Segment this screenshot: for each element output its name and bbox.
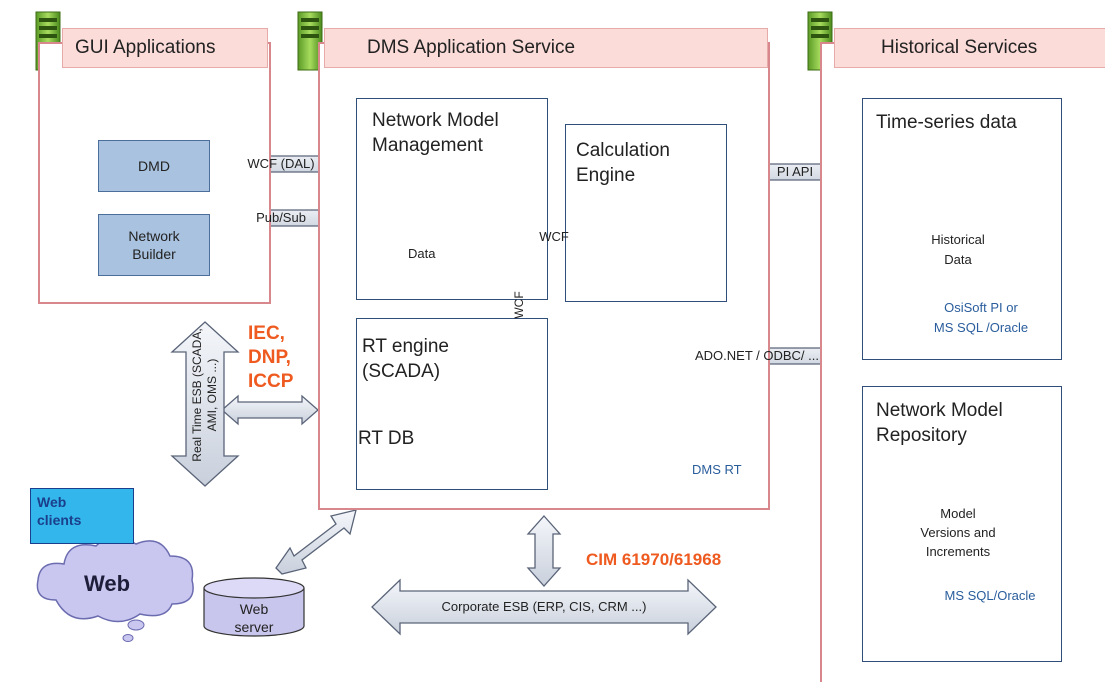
web-diagonal-arrow [275, 509, 357, 575]
mssql-note: MS SQL/Oracle [944, 588, 1036, 603]
nmm-title-line-2: Management [372, 135, 483, 156]
repo-title-line-2: Repository [876, 425, 967, 446]
calculation-engine-box [565, 124, 727, 302]
model-versions-label: Model Versions and Increments [908, 504, 1008, 561]
rt-title-line-2: (SCADA) [362, 361, 441, 382]
gui-title: GUI Applications [75, 37, 216, 58]
historical-title: Historical Services [881, 37, 1038, 58]
rt-title-line-1: RT engine [362, 336, 449, 357]
calc-title-line-2: Engine [576, 165, 636, 186]
mv-line-1: Model [940, 506, 976, 521]
web-server-line-2: server [234, 619, 274, 635]
wcf-v-label: WCF [512, 291, 526, 319]
hd-line-2: Data [944, 252, 972, 267]
nmm-title-line-1: Network Model [372, 110, 499, 131]
dmd-label: DMD [138, 158, 170, 174]
mv-line-2: Versions and [920, 525, 996, 540]
time-series-box [862, 98, 1062, 360]
historical-data-label: Historical Data [908, 230, 1008, 270]
cim-arrow [526, 515, 562, 587]
repo-title: Network Model Repository [876, 398, 1003, 448]
builder-label-1: Network [128, 228, 180, 244]
esb-line-2: AMI, OMS ...) [205, 358, 219, 432]
wcf-h-label: WCF [539, 229, 569, 244]
web-cloud-icon [36, 536, 194, 642]
builder-label-2: Builder [132, 246, 176, 262]
pi-api-label: PI API [776, 164, 814, 179]
realtime-esb-label: Real Time ESB (SCADA, AMI, OMS ...) [190, 309, 220, 481]
pubsub-label: Pub/Sub [256, 210, 306, 225]
rt-title: RT engine (SCADA) [362, 334, 449, 384]
web-clients-box[interactable]: Web clients [30, 488, 134, 544]
web-server-label: Web server [206, 600, 302, 636]
protocol-dnp: DNP, [248, 347, 291, 368]
cim-label: CIM 61970/61968 [586, 550, 722, 569]
mv-line-3: Increments [925, 544, 991, 559]
esb-line-1: Real Time ESB (SCADA, [190, 328, 204, 462]
pi-line-1: OsiSoft PI or [944, 300, 1018, 315]
dms-rt-label: DMS RT [692, 462, 742, 477]
repo-title-line-1: Network Model [876, 400, 1003, 421]
protocol-iccp: ICCP [248, 371, 294, 392]
calc-title-line-1: Calculation [576, 140, 670, 161]
osisoft-note: OsiSoft PI or MS SQL /Oracle [916, 298, 1046, 338]
web-clients-line-1: Web [37, 494, 67, 510]
web-clients-line-2: clients [37, 512, 82, 528]
data-label: Data [408, 246, 436, 261]
network-model-management-box [356, 98, 548, 300]
dms-header: DMS Application Service [324, 28, 768, 68]
web-cloud-label: Web [84, 571, 131, 596]
network-model-repository-box [862, 386, 1062, 662]
corporate-esb-arrow [371, 578, 717, 636]
web-server-line-1: Web [239, 601, 269, 617]
dmd-button[interactable]: DMD [98, 140, 210, 192]
corporate-esb-label: Corporate ESB (ERP, CIS, CRM ...) [441, 599, 647, 614]
rt-engine-box [356, 318, 548, 490]
iec-arrow [221, 394, 319, 426]
nmm-title: Network Model Management [372, 108, 499, 158]
protocols-label: IEC, DNP, ICCP [248, 322, 293, 394]
realtime-esb-arrow [170, 321, 240, 487]
hd-line-1: Historical [931, 232, 985, 247]
pi-line-2: MS SQL /Oracle [933, 320, 1029, 335]
rtdb-label: RT DB [358, 428, 415, 449]
calc-title: Calculation Engine [576, 138, 670, 188]
network-builder-button[interactable]: Network Builder [98, 214, 210, 276]
protocol-iec: IEC, [248, 323, 285, 344]
wcf-dal-label: WCF (DAL) [247, 156, 315, 171]
historical-header: Historical Services [834, 28, 1105, 68]
dms-title: DMS Application Service [367, 37, 576, 58]
ts-title: Time-series data [876, 112, 1017, 133]
web-server-icon [203, 577, 305, 637]
gui-header: GUI Applications [62, 28, 268, 68]
ado-label: ADO.NET / ODBC/ ... [694, 348, 819, 363]
